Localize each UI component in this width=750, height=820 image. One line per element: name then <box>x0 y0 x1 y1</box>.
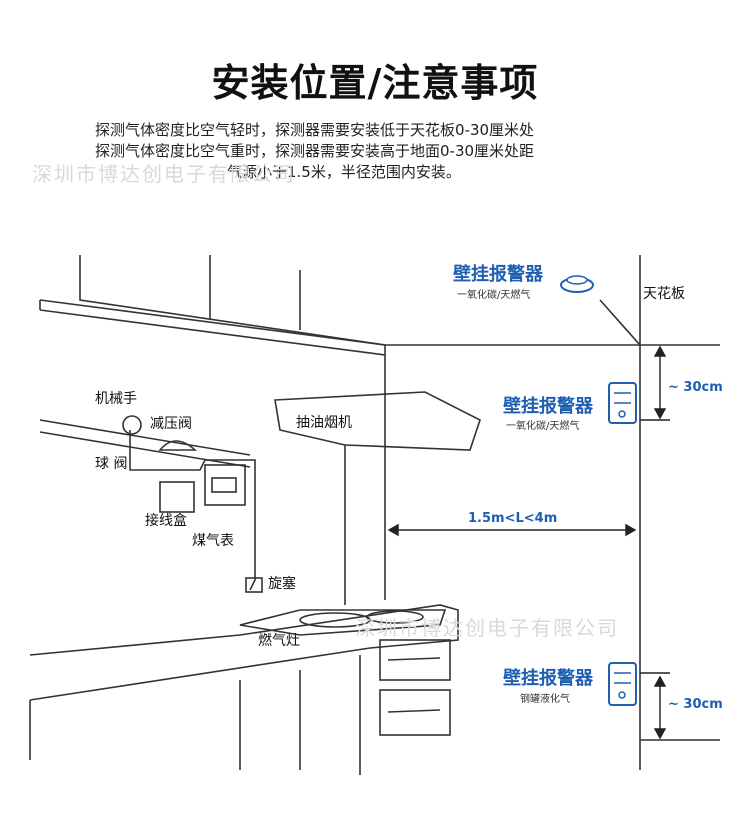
watermark-mid: 深圳市博达创电子有限公司 <box>355 616 619 640</box>
label-ceiling: 天花板 <box>643 286 685 302</box>
label-dist-top: ~ 30cm <box>668 380 723 395</box>
label-manipulator: 机械手 <box>95 391 137 407</box>
wall-alarm-icon-low <box>608 662 637 706</box>
watermark-top: 深圳市博达创电子有限公司 <box>32 162 296 186</box>
desc-line-2: 探测气体密度比空气重时，探测器需要安装高于地面0-30厘米处距 <box>95 142 535 160</box>
label-range: 1.5m<L<4m <box>468 511 557 526</box>
label-alarm-mid-title: 壁挂报警器 <box>503 395 594 417</box>
alarm-devices <box>560 275 637 706</box>
label-dist-low: ~ 30cm <box>668 697 723 712</box>
kitchen-lines <box>29 255 720 775</box>
label-junction-box: 接线盒 <box>145 512 187 529</box>
label-alarm-top-sub: 一氧化碳/天燃气 <box>457 288 530 301</box>
diagram-labels: 天花板 壁挂报警器 一氧化碳/天燃气 壁挂报警器 一氧化碳/天燃气 壁挂报警器 … <box>95 263 723 712</box>
wall-alarm-icon-top <box>608 382 637 424</box>
description: 探测气体密度比空气轻时，探测器需要安装低于天花板0-30厘米处 探测气体密度比空… <box>95 120 675 183</box>
desc-line-1: 探测气体密度比空气轻时，探测器需要安装低于天花板0-30厘米处 <box>95 121 535 139</box>
label-alarm-top-title: 壁挂报警器 <box>453 263 544 285</box>
page-title: 安装位置/注意事项 <box>211 61 539 105</box>
desc-line-3: 气源小于1.5米，半径范围内安装。 <box>227 163 461 181</box>
label-hood: 抽油烟机 <box>296 415 352 431</box>
dimension-lines <box>387 345 670 740</box>
label-alarm-low-sub: 钢罐液化气 <box>520 692 570 705</box>
label-alarm-mid-sub: 一氧化碳/天燃气 <box>506 419 579 432</box>
label-gas-meter: 煤气表 <box>192 533 234 549</box>
ceiling-detector-icon <box>560 275 594 293</box>
label-pressure-valve: 减压阀 <box>150 416 192 432</box>
label-ball-valve: 球 阀 <box>95 456 127 472</box>
label-alarm-low-title: 壁挂报警器 <box>503 667 594 689</box>
label-stove: 燃气灶 <box>258 632 300 649</box>
label-plug: 旋塞 <box>268 575 296 592</box>
